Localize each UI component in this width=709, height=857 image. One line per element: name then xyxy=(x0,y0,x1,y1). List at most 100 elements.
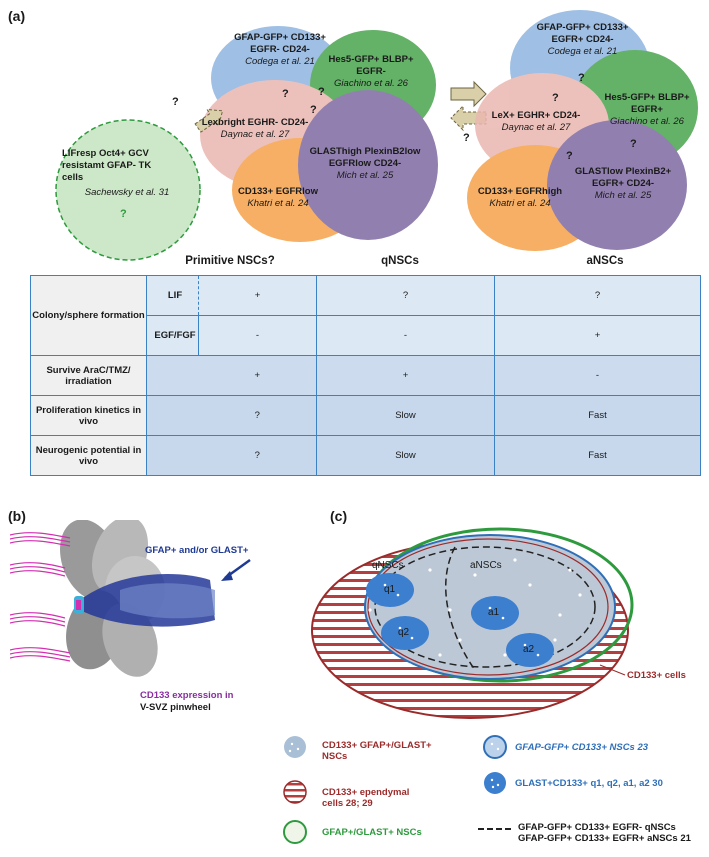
legend-swatch-nsc xyxy=(284,736,306,758)
cd133-marker xyxy=(76,600,81,610)
right-orange-label: CD133+ EGFRhigh Khatri et al. 24 xyxy=(477,186,563,209)
table-cell: Slow xyxy=(316,395,495,436)
primitive-nsc-ellipse xyxy=(55,119,201,261)
cd133-cells-label: CD133+ cells xyxy=(627,670,686,681)
table-row: Colony/sphere formation LIF + ? ? xyxy=(30,275,701,356)
legend-item-gfap-glast: GFAP+/GLAST+ NSCs xyxy=(322,827,422,838)
a2-label: a2 xyxy=(523,644,535,655)
table-cell: - xyxy=(316,315,495,356)
q1-cluster xyxy=(366,573,414,607)
cilia-bundles xyxy=(10,532,71,662)
left-purple-ellipse xyxy=(298,90,438,240)
panel-a-venn-diagram xyxy=(55,10,698,261)
right-purple-label: GLASTlow PlexinB2+ EGFR+ CD24- Mich et a… xyxy=(574,166,672,201)
table-cell: ? xyxy=(494,275,701,316)
egfr-dashed-boundary xyxy=(374,546,596,668)
table-cell: ? xyxy=(198,435,317,476)
table-row: Proliferation kinetics in vivo ? Slow Fa… xyxy=(30,395,701,436)
table-cell: + xyxy=(494,315,701,356)
column-header-qnscs: qNSCs xyxy=(381,255,419,267)
panel-b-label: (b) xyxy=(8,508,26,524)
legend-item-nsc: CD133+ GFAP+/GLAST+NSCs xyxy=(322,740,432,762)
cd133-caption-line2: V-SVZ pinwheel xyxy=(140,702,211,713)
legend-swatch-gfap-glast xyxy=(283,820,307,844)
pinwheel-illustration xyxy=(10,520,251,677)
table-cell: Slow xyxy=(316,435,495,476)
table-row: Neurogenic potential in vivo ? Slow Fast xyxy=(30,435,701,476)
left-q-center: ? xyxy=(310,104,317,116)
a2-cluster xyxy=(506,633,554,667)
legend-swatch-gfap-gfp xyxy=(483,735,507,759)
table-cell: Fast xyxy=(494,435,701,476)
row-label-proliferation: Proliferation kinetics in vivo xyxy=(30,395,147,436)
table-cell: + xyxy=(198,275,317,316)
scattered-cells xyxy=(368,558,582,667)
primitive-nsc-label: LIFresp Oct4+ GCV resistamt GFAP- TK cel… xyxy=(62,148,170,198)
column-header-anscs: aNSCs xyxy=(586,255,624,267)
right-q-blue: ? xyxy=(578,72,585,84)
left-q-blue-pink: ? xyxy=(282,88,289,100)
table-cell: ? xyxy=(198,395,317,436)
a1-cluster xyxy=(471,596,519,630)
table-cell: Fast xyxy=(494,395,701,436)
sub-label-lif: LIF xyxy=(146,275,199,316)
table-cell-spacer xyxy=(146,355,199,396)
anscs-label: aNSCs xyxy=(470,560,502,571)
q2-label: q2 xyxy=(398,627,410,638)
left-venn-cluster xyxy=(200,26,438,242)
nsc-process-light xyxy=(120,583,215,619)
qnscs-label: qNSCs xyxy=(372,560,404,571)
table-cell: + xyxy=(198,355,317,396)
left-orange-label: CD133+ EGFRlow Khatri et al. 24 xyxy=(238,186,318,209)
backward-arrow-question-mark: ? xyxy=(463,132,470,144)
row-label-neurogenic: Neurogenic potential in vivo xyxy=(30,435,147,476)
right-q-pink: ? xyxy=(552,92,559,104)
sub-label-egf: EGF/FGF xyxy=(146,315,199,356)
right-pink-label: LeX+ EGHR+ CD24- Daynac et al. 27 xyxy=(491,110,581,133)
legend-swatch-ependymal xyxy=(283,780,307,804)
table-row: EGF/FGF - - + xyxy=(31,315,701,356)
left-q-green: ? xyxy=(318,86,325,98)
qnsc-ansc-divider xyxy=(444,546,476,671)
arrow-question-mark: ? xyxy=(172,96,179,108)
legend-swatch-glast-cd133 xyxy=(484,772,506,794)
panel-a-label: (a) xyxy=(8,8,26,24)
column-header-primitive: Primitive NSCs? xyxy=(185,255,275,267)
left-blue-label: GFAP-GFP+ CD133+ EGFR- CD24- Codega et a… xyxy=(234,32,326,67)
left-purple-label: GLASThigh PlexinB2low EGFRlow CD24- Mich… xyxy=(309,146,421,181)
inner-red-ring xyxy=(367,538,609,676)
right-q-lower: ? xyxy=(566,150,573,162)
cd133-caption: CD133 expression in V-SVZ pinwheel xyxy=(140,690,233,714)
right-blue-label: GFAP-GFP+ CD133+ EGFR+ CD24- Codega et a… xyxy=(536,22,629,57)
row-label-colony: Colony/sphere formation xyxy=(30,275,147,356)
right-q-center: ? xyxy=(630,138,637,150)
right-purple-ellipse xyxy=(547,120,687,250)
cd133-caption-line1: CD133 expression in xyxy=(140,690,234,701)
legend-item-glast-cd133: GLAST+CD133+ q1, q2, a1, a2 30 xyxy=(515,778,663,789)
q1-label: q1 xyxy=(384,584,396,595)
legend-swatches xyxy=(283,736,307,844)
left-green-label: Hes5-GFP+ BLBP+ EGFR- Giachino et al. 26 xyxy=(328,54,414,89)
table-cell: ? xyxy=(316,275,495,316)
legend-swatches-right xyxy=(483,735,507,794)
table-cell: + xyxy=(316,355,495,396)
cd133-pointer-line xyxy=(599,664,626,676)
forward-arrow xyxy=(450,80,487,108)
row-label-survive: Survive AraC/TMZ/ irradiation xyxy=(30,355,147,396)
a1-label: a1 xyxy=(488,607,500,618)
table-row: Survive AraC/TMZ/ irradiation + + - xyxy=(30,355,701,396)
primitive-dashed-arrow xyxy=(194,108,224,133)
table-cell-spacer xyxy=(146,435,199,476)
niche-diagram xyxy=(311,527,634,719)
right-green-label: Hes5-GFP+ BLBP+ EGFR+ Giachino et al. 26 xyxy=(604,92,690,127)
properties-table: Colony/sphere formation LIF + ? ? EGF/FG… xyxy=(30,275,701,476)
gfap-glast-label: GFAP+ and/or GLAST+ xyxy=(145,545,249,556)
table-cell-spacer xyxy=(146,395,199,436)
panel-c-label: (c) xyxy=(330,508,348,524)
legend-dashed-line xyxy=(478,828,514,830)
table-cell: - xyxy=(198,315,317,356)
left-pink-label: Lexbright EGHR- CD24- Daynac et al. 27 xyxy=(201,117,309,140)
legend-item-gfap-gfp: GFAP-GFP+ CD133+ NSCs 23 xyxy=(515,742,649,753)
